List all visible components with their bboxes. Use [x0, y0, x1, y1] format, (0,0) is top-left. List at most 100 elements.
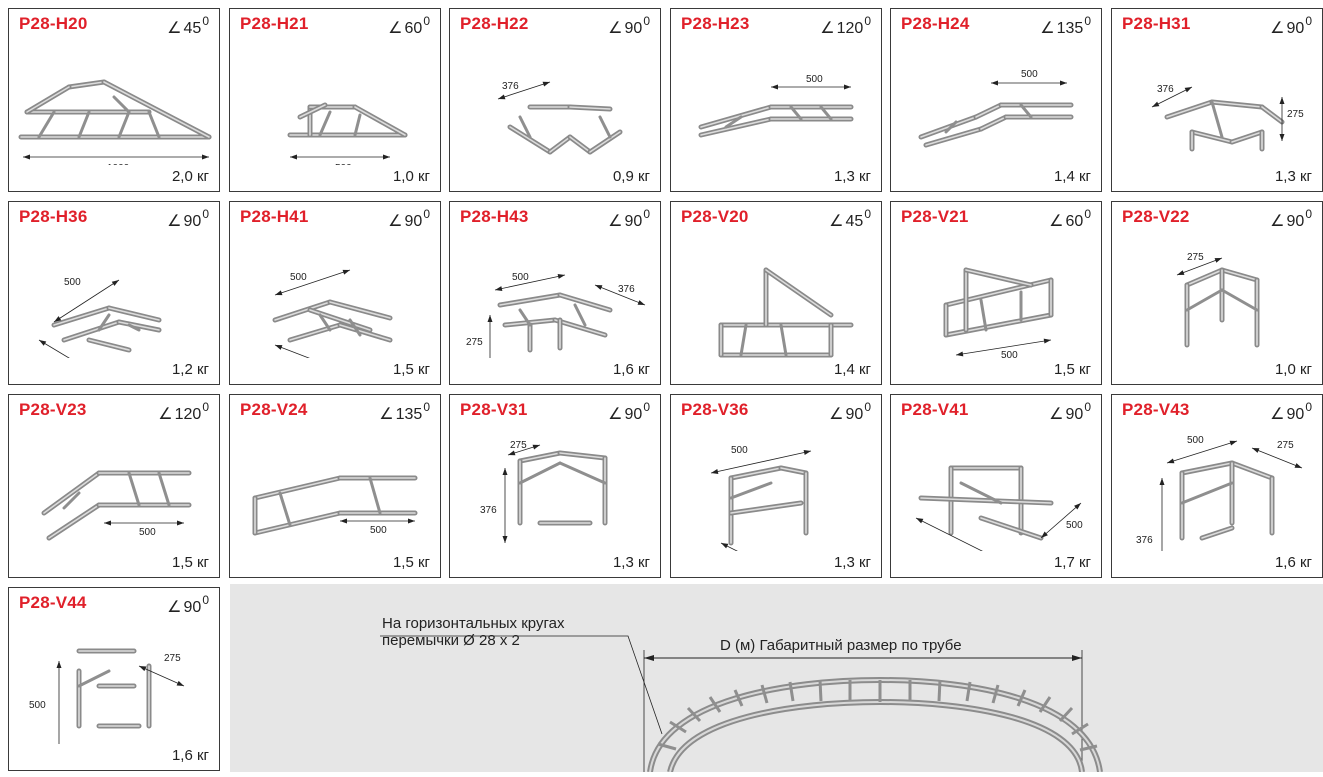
- angle-value: ∠600: [1049, 207, 1091, 231]
- dimension-label: 500: [1187, 435, 1204, 446]
- degree-mark: 0: [643, 14, 650, 28]
- dimension-label: 500: [139, 527, 156, 538]
- degree-mark: 0: [423, 400, 430, 414]
- dimension-label: 500: [370, 525, 387, 536]
- weight-value: 1,6 кг: [1274, 554, 1312, 571]
- product-code: P28-V21: [901, 207, 969, 226]
- crossbar-note-line1: На горизонтальных кругах: [382, 615, 565, 632]
- angle-value: ∠900: [608, 400, 650, 424]
- degree-mark: 0: [864, 207, 871, 221]
- angle-icon: ∠: [1049, 406, 1064, 423]
- angle-degrees: 120: [174, 406, 202, 423]
- dimension-label: 500: [1001, 350, 1018, 358]
- dimension-label: 500: [335, 163, 352, 165]
- angle-icon: ∠: [379, 406, 394, 423]
- product-code: P28-H22: [460, 14, 529, 33]
- angle-degrees: 135: [1056, 20, 1084, 37]
- dimension-label: 500: [806, 74, 823, 85]
- dimension-label: 376: [1136, 535, 1153, 546]
- degree-mark: 0: [1084, 207, 1091, 221]
- circle-truss-panel: [230, 584, 1323, 773]
- angle-degrees: 90: [1286, 20, 1305, 37]
- dimension-label: 376: [1157, 84, 1174, 95]
- weight-value: 1,0 кг: [392, 168, 430, 185]
- angle-value: ∠600: [388, 14, 430, 38]
- truss-illustration: 500500: [915, 465, 1083, 551]
- weight-value: 1,3 кг: [833, 168, 871, 185]
- weight-value: 1,3 кг: [833, 554, 871, 571]
- truss-illustration: 500 275: [29, 648, 185, 744]
- dimension-label: 500: [1066, 520, 1083, 531]
- angle-value: ∠900: [829, 400, 871, 424]
- circle-truss-illustration: [380, 635, 1103, 773]
- product-card: P28-H20∠45010002,0 кг: [8, 8, 220, 192]
- dimension-label: 275: [1287, 109, 1304, 120]
- weight-value: 0,9 кг: [612, 168, 650, 185]
- product-code: P28-H20: [19, 14, 88, 33]
- angle-value: ∠900: [388, 207, 430, 231]
- angle-degrees: 45: [845, 213, 864, 230]
- crossbar-note: На горизонтальных кругах перемычки Ø 28 …: [382, 615, 564, 649]
- degree-mark: 0: [202, 400, 209, 414]
- diameter-label: D (м) Габаритный размер по трубе: [720, 637, 962, 654]
- degree-mark: 0: [1305, 14, 1312, 28]
- weight-value: 1,6 кг: [171, 747, 209, 764]
- dimension-label: 275: [1277, 440, 1294, 451]
- dimension-label: 275: [164, 653, 181, 664]
- product-code: P28-V23: [19, 400, 87, 419]
- dimension-label: 1000: [107, 163, 130, 165]
- product-card: P28-H21 ∠600 500 1,0 кг: [229, 8, 441, 192]
- angle-degrees: 90: [624, 20, 643, 37]
- dimension-label: 376: [480, 505, 497, 516]
- angle-icon: ∠: [158, 406, 173, 423]
- dimension-label: 275: [510, 440, 527, 451]
- degree-mark: 0: [1084, 14, 1091, 28]
- product-code: P28-H21: [240, 14, 309, 33]
- weight-value: 1,5 кг: [171, 554, 209, 571]
- product-card: P28-V43 ∠900 500 275 376 1,6 кг: [1111, 394, 1323, 578]
- product-card: P28-V23 ∠1200 500 1,5 кг: [8, 394, 220, 578]
- angle-icon: ∠: [608, 213, 623, 230]
- angle-degrees: 45: [183, 20, 202, 37]
- angle-value: ∠900: [608, 14, 650, 38]
- angle-icon: ∠: [1270, 406, 1285, 423]
- dimension-label: 500: [1021, 69, 1038, 80]
- dimension-label: 500: [290, 272, 307, 283]
- angle-value: ∠900: [608, 207, 650, 231]
- degree-mark: 0: [864, 14, 871, 28]
- product-code: P28-H43: [460, 207, 529, 226]
- crossbar-note-line2: перемычки Ø 28 х 2: [382, 632, 520, 649]
- truss-illustration: 500: [918, 69, 1074, 148]
- weight-value: 1,6 кг: [612, 361, 650, 378]
- product-code: P28-V36: [681, 400, 749, 419]
- weight-value: 1,3 кг: [1274, 168, 1312, 185]
- angle-icon: ∠: [829, 213, 844, 230]
- product-code: P28-V43: [1122, 400, 1190, 419]
- dimension-label: 275: [1187, 252, 1204, 263]
- degree-mark: 0: [202, 14, 209, 28]
- angle-value: ∠900: [1049, 400, 1091, 424]
- dimension-label: 275: [466, 337, 483, 348]
- angle-degrees: 120: [836, 20, 864, 37]
- truss-illustration: 500 275 376: [1136, 435, 1303, 551]
- truss-illustration: 376 275: [1151, 84, 1304, 152]
- angle-icon: ∠: [167, 20, 182, 37]
- dimension-label: 500: [64, 277, 81, 288]
- angle-value: ∠1350: [1040, 14, 1091, 38]
- product-code: P28-V44: [19, 593, 87, 612]
- angle-value: ∠1350: [379, 400, 430, 424]
- angle-value: ∠900: [1270, 400, 1312, 424]
- degree-mark: 0: [202, 207, 209, 221]
- degree-mark: 0: [1084, 400, 1091, 414]
- dimension-label: 500: [29, 700, 46, 711]
